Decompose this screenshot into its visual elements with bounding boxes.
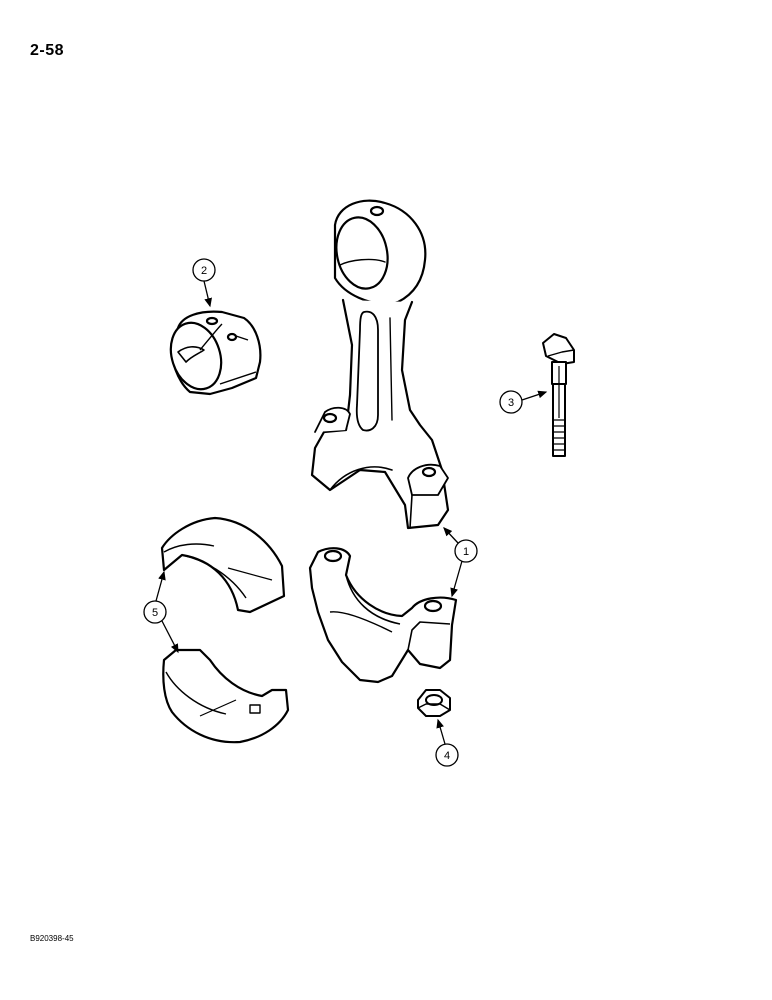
callout-5: 5 xyxy=(143,570,179,654)
callout-1-label: 1 xyxy=(463,546,469,558)
page-number: 2-58 xyxy=(30,42,65,59)
callout-3-label: 3 xyxy=(508,397,514,409)
bearing-upper-shell xyxy=(160,516,286,614)
piston-pin-bushing xyxy=(169,310,262,396)
callout-3: 3 xyxy=(499,390,548,414)
rod-cap xyxy=(308,547,458,684)
callout-2-label: 2 xyxy=(201,265,207,277)
figure-code: B920398-45 xyxy=(30,934,74,943)
callout-2: 2 xyxy=(192,258,216,308)
callout-4-label: 4 xyxy=(444,750,450,762)
bearing-lower-shell xyxy=(162,648,290,744)
callout-4: 4 xyxy=(435,718,459,767)
rod-nut xyxy=(417,689,451,717)
callout-1: 1 xyxy=(443,527,478,598)
rod-bolt xyxy=(542,333,575,457)
callout-5-label: 5 xyxy=(152,607,158,619)
connecting-rod xyxy=(310,199,450,530)
